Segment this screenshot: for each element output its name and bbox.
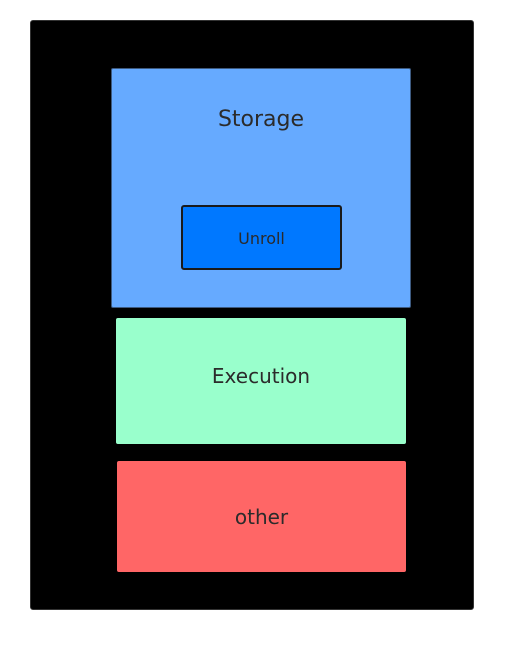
storage-label: Storage xyxy=(217,107,305,132)
execution-region: Execution xyxy=(116,318,406,444)
unroll-label: Unroll xyxy=(238,229,285,248)
execution-label: Execution xyxy=(211,364,311,388)
storage-region: Storage Unroll xyxy=(111,68,411,308)
memory-container: Storage Unroll Execution other xyxy=(30,20,474,610)
other-label: other xyxy=(234,505,289,529)
unroll-region: Unroll xyxy=(181,205,342,270)
other-region: other xyxy=(117,461,406,572)
